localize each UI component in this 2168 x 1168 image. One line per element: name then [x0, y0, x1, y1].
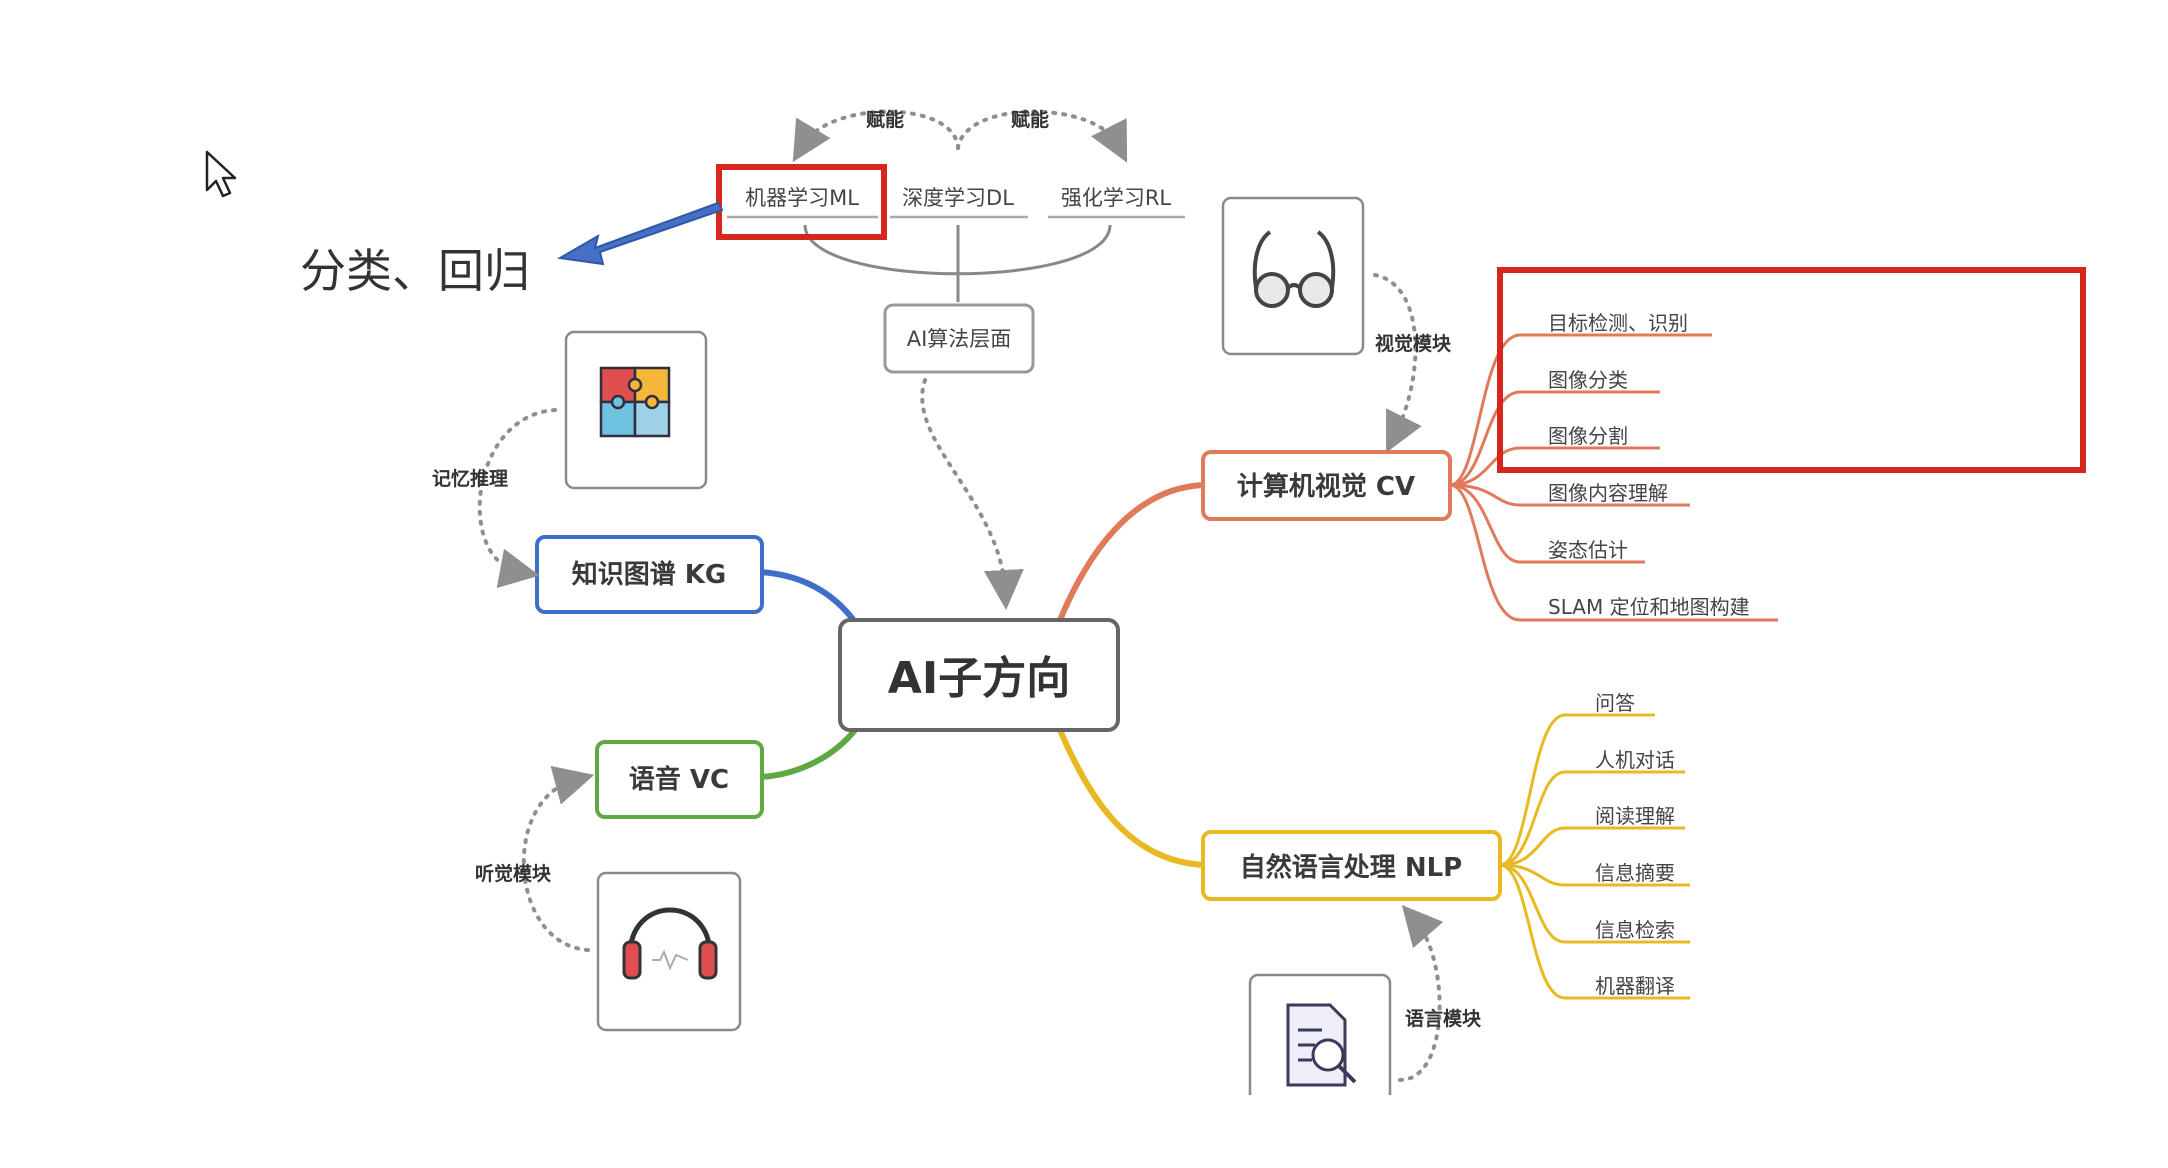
algorithm-layer-node — [883, 303, 1035, 374]
nlp-leaf: 信息摘要 — [1595, 861, 1675, 885]
blue-arrow — [556, 201, 724, 266]
algo-item-rl: 强化学习RL — [1061, 186, 1172, 210]
nlp-leaf: 人机对话 — [1595, 748, 1675, 772]
cv-leaf: 图像分割 — [1548, 424, 1628, 448]
hearing-card — [596, 871, 742, 1032]
cv-leaf-connectors — [1449, 333, 1778, 622]
empower-arrow-left — [792, 109, 960, 163]
nlp-node — [1201, 830, 1502, 901]
nlp-leaf: 信息检索 — [1595, 918, 1675, 942]
nlp-leaf: 机器翻译 — [1595, 974, 1675, 998]
vision-card — [1221, 196, 1365, 356]
document-search-icon — [1286, 1003, 1357, 1087]
algo-item-ml: 机器学习ML — [745, 186, 859, 210]
center-label: AI子方向 — [888, 653, 1070, 704]
algorithm-to-center-arrow — [920, 378, 1024, 610]
empower-label-left: 赋能 — [866, 108, 904, 131]
cv-node — [1201, 450, 1452, 521]
nlp-label: 自然语言处理 NLP — [1240, 852, 1462, 883]
language-module-arrow — [1398, 904, 1444, 1082]
algorithm-connectors — [803, 224, 1112, 302]
vc-node — [595, 740, 764, 819]
memory-module-arrow — [477, 408, 557, 588]
vc-label: 语音 VC — [629, 764, 729, 795]
algorithm-layer-label: AI算法层面 — [907, 327, 1012, 351]
vc-connector — [757, 727, 858, 780]
cv-leaf: 图像内容理解 — [1548, 481, 1668, 505]
kg-connector — [757, 569, 858, 625]
language-module-label: 语言模块 — [1405, 1007, 1482, 1030]
cv-connector — [1057, 482, 1208, 623]
puzzle-icon — [599, 366, 671, 438]
center-node — [838, 618, 1120, 732]
nlp-leaf-connectors — [1499, 713, 1690, 1000]
vision-module-arrow — [1373, 273, 1422, 453]
cv-leaf: 姿态估计 — [1548, 538, 1628, 562]
nlp-leaf: 问答 — [1595, 691, 1635, 715]
cv-highlight-box — [1497, 267, 2086, 473]
memory-module-label: 记忆推理 — [432, 467, 508, 490]
empower-arrow-right — [956, 109, 1128, 163]
algo-item-dl: 深度学习DL — [902, 186, 1014, 210]
vision-module-label: 视觉模块 — [1375, 332, 1452, 355]
glasses-icon — [1252, 230, 1336, 308]
nlp-leaf: 阅读理解 — [1595, 804, 1675, 828]
hearing-module-arrow — [521, 765, 595, 952]
cv-label: 计算机视觉 CV — [1237, 471, 1415, 502]
ml-highlight-box — [716, 164, 887, 240]
cv-leaves: 目标检测、识别 图像分类 图像分割 图像内容理解 姿态估计 SLAM 定位和地图… — [1548, 311, 1750, 619]
cv-leaf: 图像分类 — [1548, 368, 1628, 392]
nlp-connector — [1057, 727, 1208, 868]
empower-label-right: 赋能 — [1011, 108, 1049, 131]
card-crop — [1245, 1095, 1397, 1145]
kg-label: 知识图谱 KG — [572, 559, 727, 590]
hearing-module-label: 听觉模块 — [475, 862, 552, 885]
nlp-leaves: 问答 人机对话 阅读理解 信息摘要 信息检索 机器翻译 — [1595, 691, 1675, 998]
annotation-text: 分类、回归 — [300, 244, 530, 298]
cv-leaf: SLAM 定位和地图构建 — [1548, 595, 1750, 619]
headphones-icon — [622, 907, 718, 980]
cv-leaf: 目标检测、识别 — [1548, 311, 1688, 335]
cursor-icon — [205, 150, 237, 198]
